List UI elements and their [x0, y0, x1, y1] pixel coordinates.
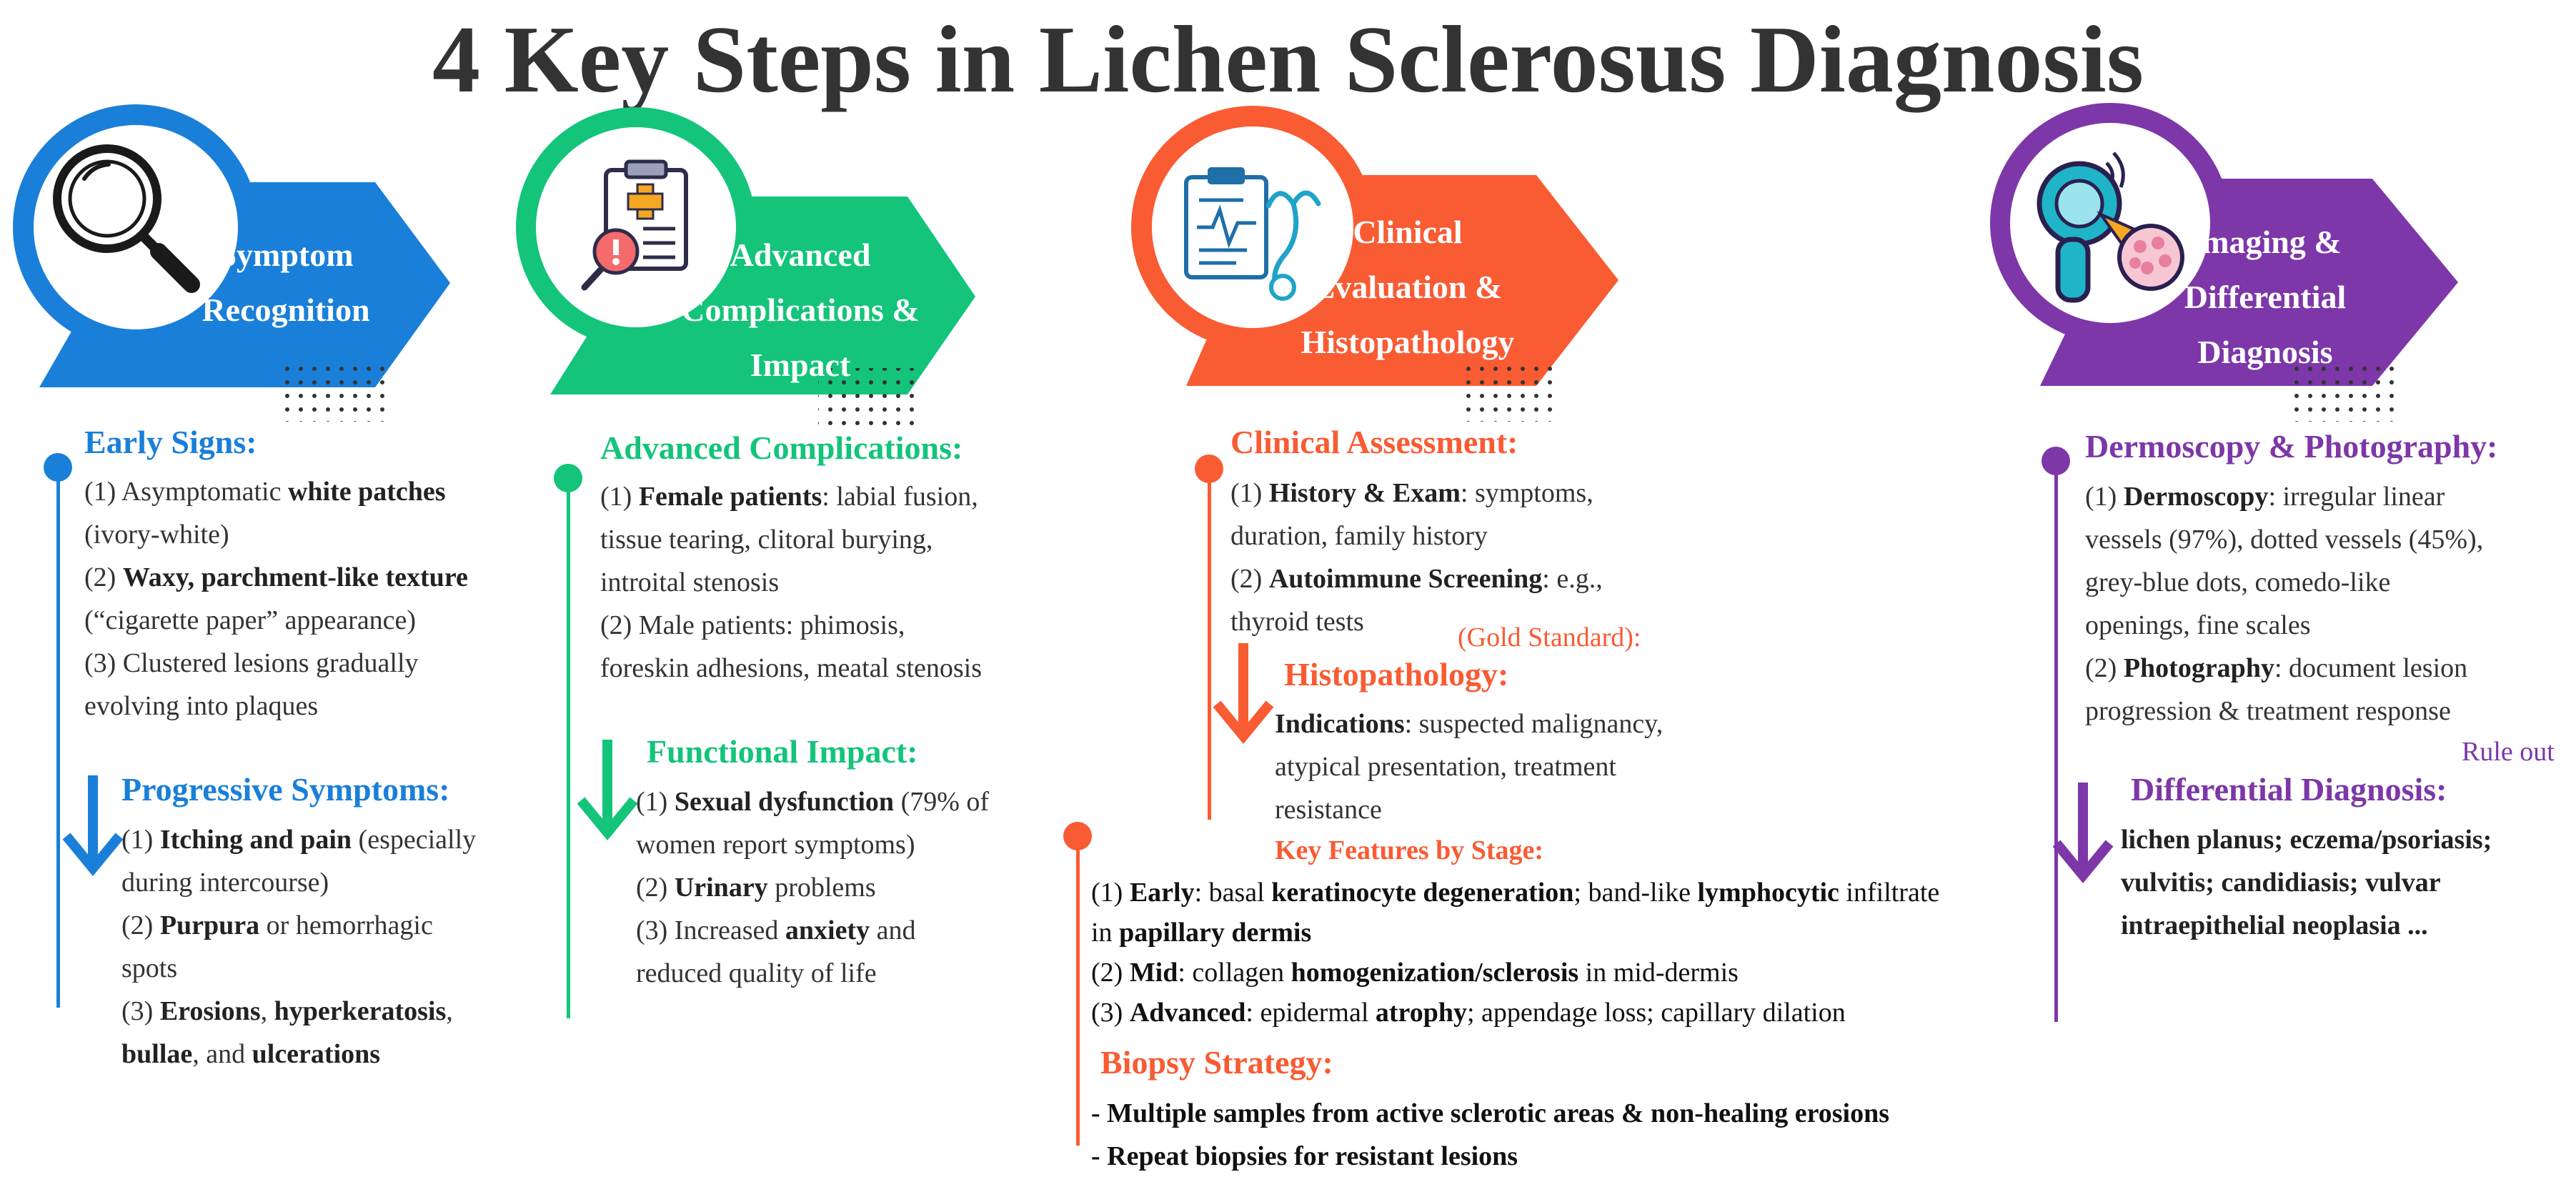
- progressive-symptoms-heading: Progressive Symptoms:: [121, 771, 450, 808]
- key-features-text: (1) Early: basal keratinocyte degenerati…: [1091, 878, 1940, 1028]
- gold-standard-label: (Gold Standard):: [1458, 622, 1641, 652]
- histopathology-heading: Histopathology:: [1284, 656, 1509, 692]
- early-signs-text: (1) Asymptomatic white patches (ivory-wh…: [84, 477, 468, 721]
- clipboard-stethoscope-icon: [1184, 167, 1321, 301]
- differential-diagnosis-text: lichen planus; eczema/psoriasis; vulviti…: [2121, 825, 2492, 940]
- step-4-label: Imaging & Differential Diagnosis: [2184, 224, 2347, 370]
- advanced-complications-text: (1) Female patients: labial fusion, tiss…: [600, 482, 983, 683]
- differential-diagnosis-heading: Differential Diagnosis:: [2131, 771, 2447, 808]
- biopsy-strategy-text: - Multiple samples from active sclerotic…: [1091, 1098, 1890, 1171]
- functional-impact-heading: Functional Impact:: [647, 733, 918, 770]
- clinical-assessment-heading: Clinical Assessment:: [1230, 424, 1518, 460]
- step-3-label: Clinical Evaluation & Histopathology: [1301, 214, 1515, 360]
- functional-impact-text: (1) Sexual dysfunction (79% of women rep…: [636, 787, 990, 988]
- timeline-line: [2054, 461, 2058, 1022]
- down-arrow-icon: [577, 740, 638, 841]
- rule-out-label: Rule out: [2462, 737, 2555, 767]
- dermoscopy-photography-heading: Dermoscopy & Photography:: [2085, 428, 2498, 465]
- biopsy-strategy-heading: Biopsy Strategy:: [1100, 1044, 1333, 1081]
- step-2-label: Advanced Complications & Impact: [681, 237, 920, 383]
- timeline-line: [56, 465, 60, 1008]
- timeline-line: [1208, 466, 1211, 820]
- timeline-line: [567, 475, 570, 1018]
- dermoscopy-photography-text: (1) Dermoscopy: irregular linear vessels…: [2085, 482, 2484, 726]
- advanced-complications-heading: Advanced Complications:: [600, 429, 963, 466]
- down-arrow-icon: [62, 775, 124, 877]
- clinical-assessment-text: (1) History & Exam: symptoms, duration, …: [1230, 478, 1603, 637]
- down-arrow-icon: [2052, 783, 2114, 884]
- early-signs-heading: Early Signs:: [84, 424, 257, 460]
- progressive-symptoms-text: (1) Itching and pain (especially during …: [121, 825, 477, 1069]
- key-features-heading: Key Features by Stage:: [1275, 835, 1544, 865]
- dermatoscope-icon: [2037, 152, 2184, 303]
- magnifying-glass-icon: [53, 144, 200, 293]
- step-1-label: Symptom Recognition: [202, 237, 370, 328]
- step-banners: [13, 103, 2458, 429]
- medical-clipboard-alert-icon: [581, 159, 688, 291]
- down-arrow-icon: [1213, 643, 1274, 745]
- page-title: 4 Key Steps in Lichen Sclerosus Diagnosi…: [432, 6, 2144, 112]
- histopathology-indications: Indications: suspected malignancy, atypi…: [1275, 709, 1664, 825]
- timeline-line: [1076, 835, 1080, 1146]
